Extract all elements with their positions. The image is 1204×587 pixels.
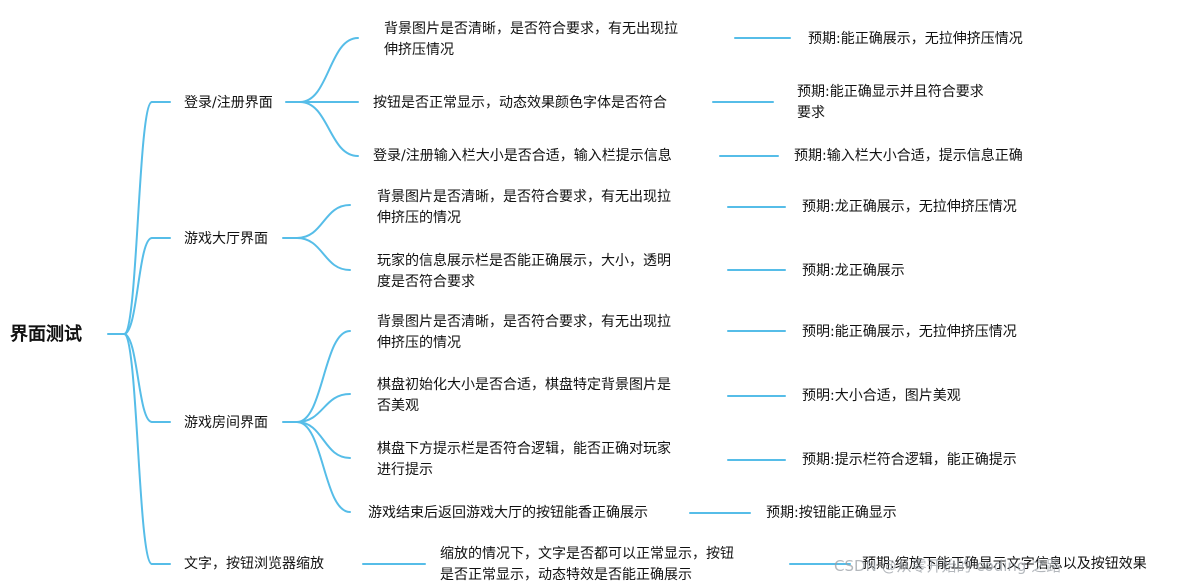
- root-node: 界面测试: [10, 324, 82, 345]
- expect-lobby-player-info: 预期:龙正确展示: [802, 263, 905, 279]
- expect-room-hint-bar: 预期:提示栏符合逻辑，能正确提示: [802, 452, 1017, 468]
- category-browser-zoom: 文字，按钮浏览器缩放: [184, 556, 324, 572]
- expect-login-buttons: 预期:能正确显示并且符合要求要求: [797, 84, 984, 121]
- check-room-hint-bar: 棋盘下方提示栏是否符合逻辑，能否正确对玩家进行提示: [377, 441, 671, 478]
- check-login-background: 背景图片是否清晰，是否符合要求，有无出现拉伸挤压情况: [384, 21, 678, 58]
- expect-room-return-button: 预期:按钮能正确显示: [766, 505, 897, 521]
- check-link-login-0: [299, 37, 359, 103]
- check-login-input: 登录/注册输入栏大小是否合适，输入栏提示信息: [373, 148, 672, 164]
- expect-room-board-init: 预明:大小合适，图片美观: [802, 388, 961, 404]
- check-lobby-player-info: 玩家的信息展示栏是否能正确展示，大小，透明度是否符合要求: [377, 253, 671, 290]
- check-link-room-0: [296, 330, 351, 423]
- branch-lobby: [123, 237, 153, 335]
- branch-login: [123, 101, 153, 335]
- watermark: CSDN @从零开始的 coding 之路: [834, 557, 1062, 575]
- category-game-lobby: 游戏大厅界面: [184, 231, 268, 247]
- check-zoom-text-buttons: 缩放的情况下，文字是否都可以正常显示，按钮是否正常显示，动态特效是否能正确展示: [440, 546, 734, 583]
- check-room-background: 背景图片是否清晰，是否符合要求，有无出现拉伸挤压的情况: [377, 314, 671, 351]
- expect-zoom-text-buttons: 预期:缩放下能正确显示文字信息以及按钮效果: [862, 556, 1147, 572]
- check-login-buttons: 按钮是否正常显示，动态效果颜色字体是否符合: [373, 95, 667, 111]
- expect-room-background: 预明:能正确展示，无拉伸挤压情况: [802, 324, 1017, 340]
- check-link-lobby-0: [296, 204, 351, 239]
- branch-zoom: [123, 333, 153, 565]
- check-link-room-1: [296, 393, 351, 423]
- branch-room: [123, 333, 153, 423]
- expect-login-background: 预期:能正确展示，无拉伸挤压情况: [808, 31, 1023, 47]
- check-room-board-init: 棋盘初始化大小是否合适，棋盘特定背景图片是否美观: [377, 377, 671, 414]
- check-link-room-2: [296, 421, 351, 459]
- check-link-login-2: [299, 101, 359, 157]
- check-room-return-button: 游戏结束后返回游戏大厅的按钮能香正确展示: [368, 505, 648, 521]
- category-game-room: 游戏房间界面: [184, 415, 268, 431]
- check-link-lobby-1: [296, 237, 351, 271]
- expect-lobby-background: 预期:龙正确展示，无拉伸挤压情况: [802, 199, 1017, 215]
- expect-login-input: 预期:输入栏大小合适，提示信息正确: [794, 148, 1023, 164]
- check-lobby-background: 背景图片是否清晰，是否符合要求，有无出现拉伸挤压的情况: [377, 189, 671, 226]
- check-link-room-3: [296, 421, 351, 513]
- category-login-register: 登录/注册界面: [184, 95, 273, 111]
